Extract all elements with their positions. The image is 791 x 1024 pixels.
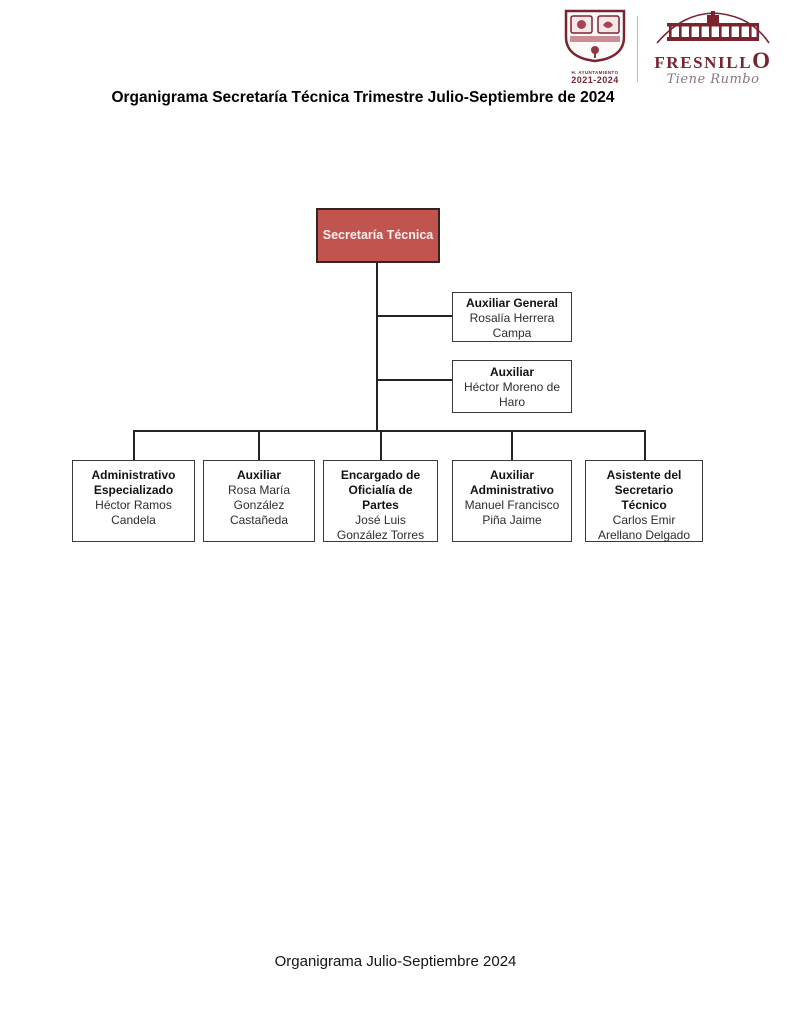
connector-stub-auxiliar-general xyxy=(376,315,452,317)
person-name: Carlos Emir Arellano Delgado xyxy=(597,513,691,542)
org-node-auxiliar-administrativo: Auxiliar Administrativo Manuel Francisco… xyxy=(452,460,572,542)
fresnillo-logo: FRESNILLO Tiene Rumbo xyxy=(646,10,780,87)
page-footer: Organigrama Julio-Septiembre 2024 xyxy=(274,953,517,970)
connector-bus xyxy=(133,430,645,432)
person-name: Héctor Moreno de Haro xyxy=(463,380,561,409)
org-node-root-label: Secretaría Técnica xyxy=(322,228,434,242)
person-name: Manuel Francisco Piña Jaime xyxy=(464,498,560,527)
fresnillo-building-icon xyxy=(656,11,770,44)
org-node-auxiliar-general: Auxiliar General Rosalía Herrera Campa xyxy=(452,292,572,342)
role-label: Auxiliar Administrativo xyxy=(469,468,554,497)
org-node-auxiliar-rosa-maria: Auxiliar Rosa María González Castañeda xyxy=(203,460,315,542)
logo-divider xyxy=(637,16,638,82)
person-name: Rosalía Herrera Campa xyxy=(469,311,555,340)
connector-stub-auxiliar xyxy=(376,379,452,381)
connector-drop-3 xyxy=(380,430,382,460)
org-node-secretaria-tecnica: Secretaría Técnica xyxy=(316,208,440,263)
connector-drop-4 xyxy=(511,430,513,460)
page-title: Organigrama Secretaría Técnica Trimestre… xyxy=(111,89,615,106)
role-label: Asistente del Secretario Técnico xyxy=(606,468,682,512)
crest-caption: H. AYUNTAMIENTO xyxy=(571,70,619,75)
org-node-administrativo-especializado: Administrativo Especializado Héctor Ramo… xyxy=(72,460,195,542)
org-node-encargado-oficialia-partes: Encargado de Oficialía de Partes José Lu… xyxy=(323,460,438,542)
connector-trunk xyxy=(376,263,378,431)
role-label: Auxiliar General xyxy=(465,296,559,310)
role-label: Administrativo Especializado xyxy=(91,468,176,497)
role-label: Auxiliar xyxy=(489,365,534,379)
org-node-auxiliar: Auxiliar Héctor Moreno de Haro xyxy=(452,360,572,413)
crest-shield-icon xyxy=(564,9,626,63)
brand-tagline: Tiene Rumbo xyxy=(666,72,760,87)
role-label: Auxiliar xyxy=(236,468,281,482)
connector-drop-1 xyxy=(133,430,135,460)
connector-drop-2 xyxy=(258,430,260,460)
brand-name: FRESNILLO xyxy=(654,48,772,73)
brand-name-big-o: O xyxy=(752,48,772,73)
role-label: Encargado de Oficialía de Partes xyxy=(340,468,421,512)
org-node-asistente-secretario-tecnico: Asistente del Secretario Técnico Carlos … xyxy=(585,460,703,542)
person-name: Héctor Ramos Candela xyxy=(95,498,172,527)
crest-years: 2021-2024 xyxy=(571,75,619,85)
person-name: Rosa María González Castañeda xyxy=(227,483,291,527)
connector-drop-5 xyxy=(644,430,646,460)
person-name: José Luis González Torres xyxy=(336,513,425,542)
ayuntamiento-crest: H. AYUNTAMIENTO 2021-2024 xyxy=(560,8,630,85)
